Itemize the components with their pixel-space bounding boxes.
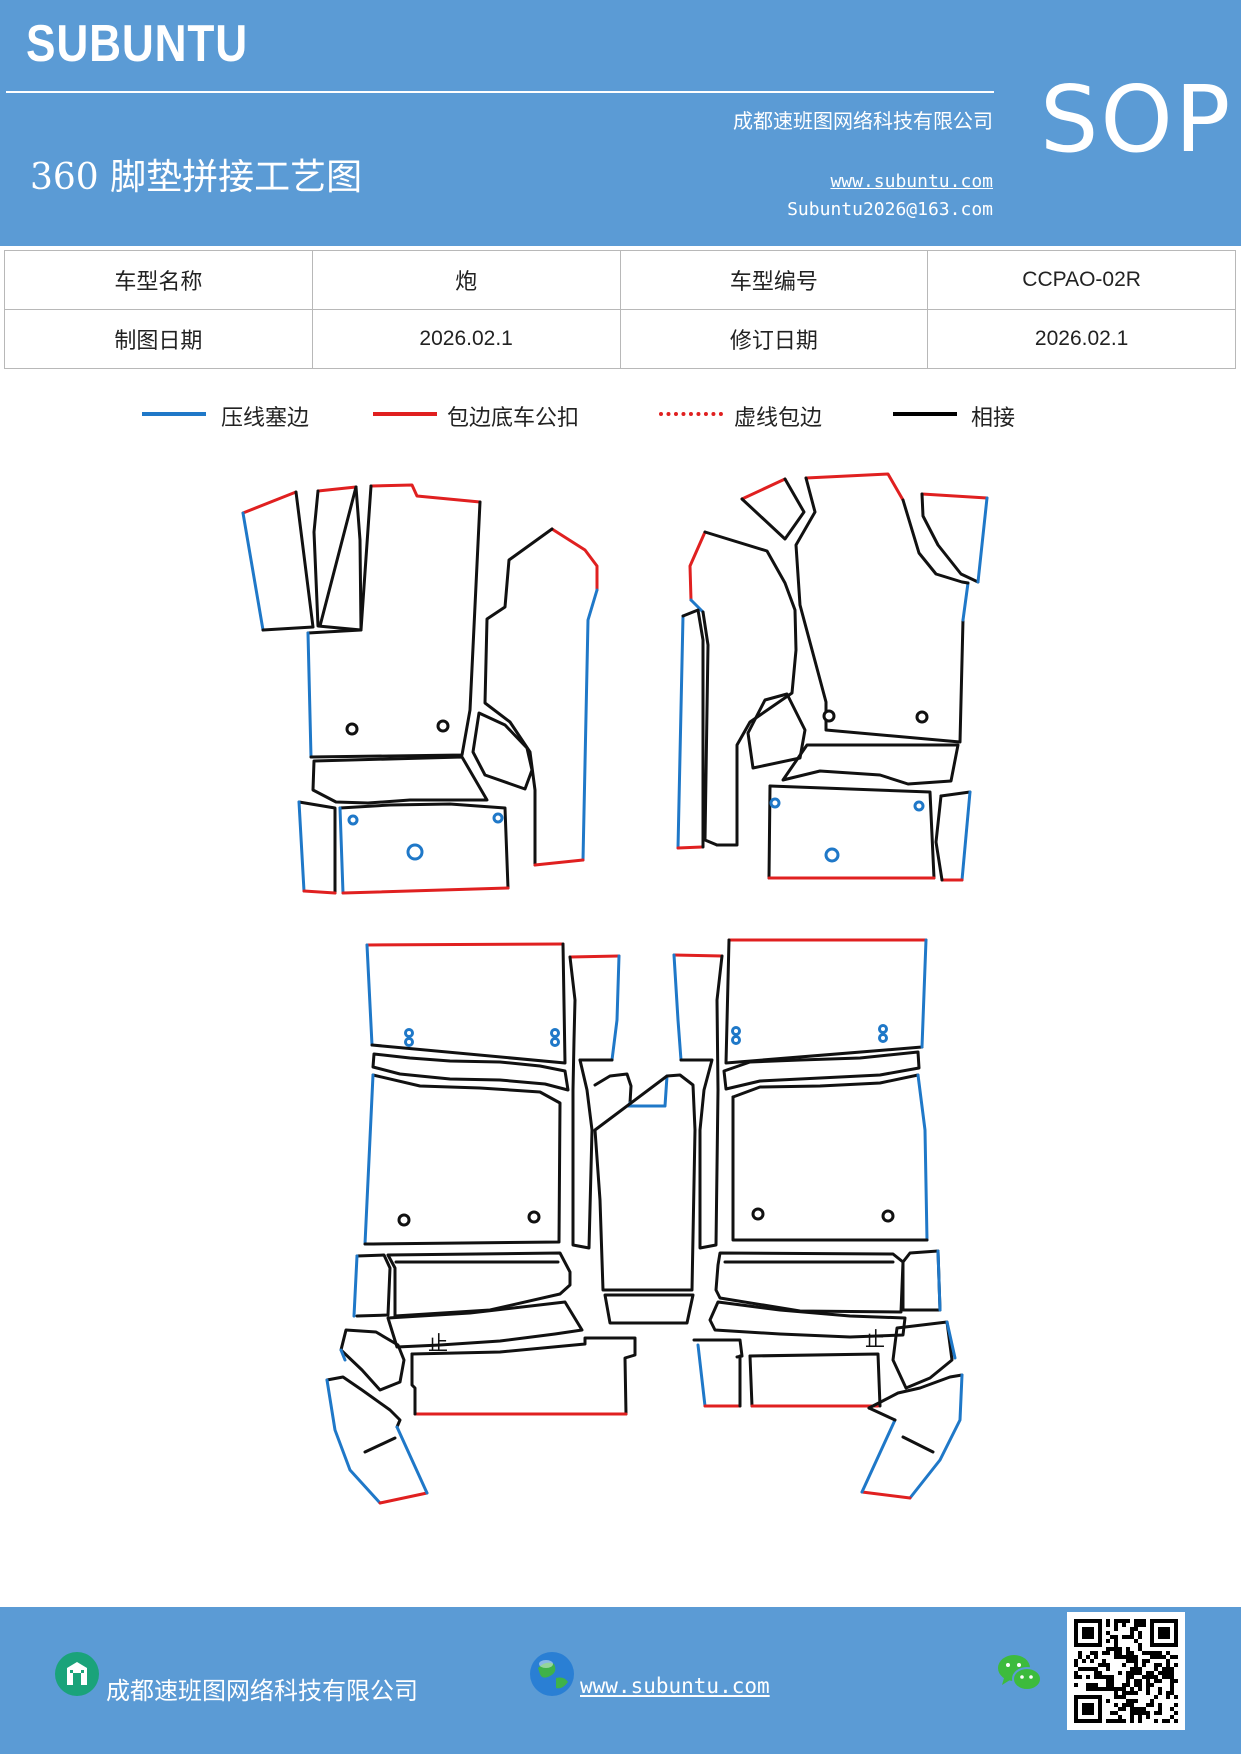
header-company-name: 成都速班图网络科技有限公司 [733,109,993,133]
mat-piece-front-left-bottom [338,802,510,895]
legend-label: 包边底车公扣 [447,406,580,431]
footer-website-link[interactable]: www.subuntu.com [580,1674,770,1698]
stop-mark-left: 止 [428,1331,448,1355]
table-row: 制图日期 2026.02.1 修订日期 2026.02.1 [4,309,1236,369]
model-code-label: 车型编号 [619,250,929,310]
legend-label: 相接 [971,406,1016,431]
fixing-hole [397,1213,411,1227]
draw-date-label: 制图日期 [4,309,313,369]
header-banner [0,0,1241,246]
qr-code[interactable] [1067,1612,1185,1730]
fixing-hole [881,1209,895,1223]
header-email[interactable]: Subuntu2026@163.com [787,199,993,220]
mat-piece-front-left-strip [311,755,489,805]
mat-piece-front-left-main [306,483,482,759]
mat-piece-front-left-bottom-small [297,800,337,895]
mat-piece-rear-left-lower-strip [386,1300,584,1349]
mat-piece-front-right-heelpad [746,692,807,770]
mat-piece-rear-right-tunnel-strip [672,953,724,1250]
legend-swatch [659,412,723,416]
header-divider [6,91,994,93]
building-icon [55,1652,99,1696]
header-website-link[interactable]: www.subuntu.com [830,171,993,192]
stop-mark-right: 止 [865,1327,885,1351]
revision-date-value: 2026.02.1 [927,309,1236,369]
mat-piece-rear-left-bottom-tab [410,1336,637,1416]
mat-piece-rear-center-cap [603,1293,695,1325]
doc-type-label: SOP [1040,66,1233,173]
mat-piece-front-right-sliver [676,608,705,850]
mat-piece-rear-right-top [724,938,928,1065]
mat-piece-rear-center-tunnel [593,1072,697,1292]
mat-piece-front-right-bottom-small [934,790,972,882]
mat-piece-rear-left-strip [371,1052,570,1092]
fixing-hole [822,709,836,723]
mat-piece-rear-left-kick [339,1328,406,1392]
mat-piece-front-left-heelpad [471,711,534,791]
wechat-icon[interactable] [996,1652,1044,1694]
mat-piece-rear-left-top [365,942,567,1065]
legend-swatch [142,412,206,416]
fixing-hole [915,710,929,724]
mat-piece-front-left-sliver [312,485,363,632]
legend-label: 压线塞边 [221,406,310,431]
mat-piece-rear-right-bottom-tab [692,1338,882,1408]
mat-piece-front-right-main [794,472,970,744]
mat-piece-front-left-footrest [483,527,599,867]
mat-piece-front-right-bottom [767,784,936,880]
mat-piece-rear-left-crossbar [386,1251,572,1318]
mat-piece-rear-right-strip [722,1050,921,1091]
page-title: 360 脚垫拼接工艺图 [30,157,363,198]
table-row: 车型名称 炮 车型编号 CCPAO-02R [4,250,1236,310]
mat-piece-front-left-small [241,490,315,632]
revision-date-label: 修订日期 [619,309,929,369]
fixing-hole [527,1210,541,1224]
floor-mat-diagram: .k { stroke:#111; stroke-width:3; fill:n… [241,472,989,1505]
fixing-hole [345,722,359,736]
brand-logo: SUBUNTU [26,15,249,73]
mat-piece-front-right-side [688,530,798,847]
mat-piece-rear-right-kick [891,1320,957,1390]
mat-piece-front-right-corner [740,477,806,541]
mat-piece-rear-right-corner [860,1373,964,1500]
mat-piece-rear-left-main [363,1073,562,1246]
globe-icon [530,1652,574,1696]
fixing-hole [751,1207,765,1221]
mat-piece-rear-right-lower-strip [708,1300,907,1339]
legend-swatch [893,412,957,416]
model-name-value: 炮 [311,250,621,310]
footer-company-name: 成都速班图网络科技有限公司 [106,1677,418,1705]
mat-piece-front-right-arch [920,492,989,584]
mat-piece-front-right-strip [781,743,960,786]
mat-piece-rear-right-main [731,1073,929,1242]
mat-piece-rear-right-side-small [901,1249,942,1312]
model-code-value: CCPAO-02R [927,250,1236,310]
vehicle-info-table: 车型名称 炮 车型编号 CCPAO-02R 制图日期 2026.02.1 修订日… [4,250,1236,369]
legend-label: 虚线包边 [734,406,823,431]
fixing-hole [436,719,450,733]
model-name-label: 车型名称 [4,250,313,310]
mat-piece-rear-left-side-small [352,1253,392,1318]
draw-date-value: 2026.02.1 [311,309,621,369]
mat-piece-rear-left-corner [325,1375,429,1505]
legend-swatch [373,412,437,416]
mat-piece-rear-right-crossbar [714,1251,905,1314]
mat-piece-rear-left-tunnel-strip [568,954,621,1250]
